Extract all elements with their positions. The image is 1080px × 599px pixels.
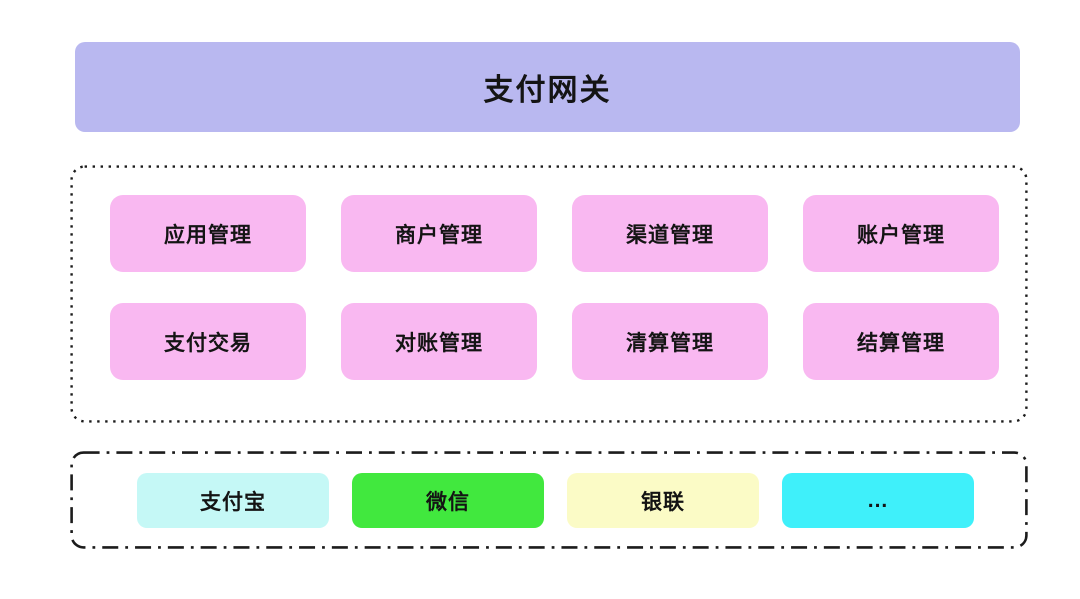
payment-gateway-banner: 支付网关 (75, 42, 1020, 132)
channel-label: ... (867, 488, 889, 512)
module-reconciliation-management: 对账管理 (341, 303, 537, 380)
payment-gateway-title: 支付网关 (483, 74, 612, 107)
channel-more: ... (782, 473, 974, 528)
channel-wechat: 微信 (352, 473, 544, 528)
channel-label: 银联 (641, 490, 685, 514)
channel-label: 支付宝 (200, 490, 266, 514)
module-merchant-management: 商户管理 (341, 195, 537, 272)
module-channel-management: 渠道管理 (572, 195, 768, 272)
module-settlement-management: 结算管理 (803, 303, 999, 380)
module-account-management: 账户管理 (803, 195, 999, 272)
module-payment-transaction: 支付交易 (110, 303, 306, 380)
module-label: 应用管理 (164, 223, 252, 247)
module-label: 对账管理 (395, 331, 483, 355)
module-label: 渠道管理 (626, 223, 714, 247)
module-label: 支付交易 (164, 331, 252, 355)
module-label: 结算管理 (857, 331, 945, 355)
channel-unionpay: 银联 (567, 473, 759, 528)
channel-label: 微信 (426, 490, 470, 514)
module-label: 商户管理 (395, 223, 483, 247)
channel-alipay: 支付宝 (137, 473, 329, 528)
module-clearing-management: 清算管理 (572, 303, 768, 380)
module-label: 账户管理 (857, 223, 945, 247)
module-label: 清算管理 (626, 331, 714, 355)
module-app-management: 应用管理 (110, 195, 306, 272)
